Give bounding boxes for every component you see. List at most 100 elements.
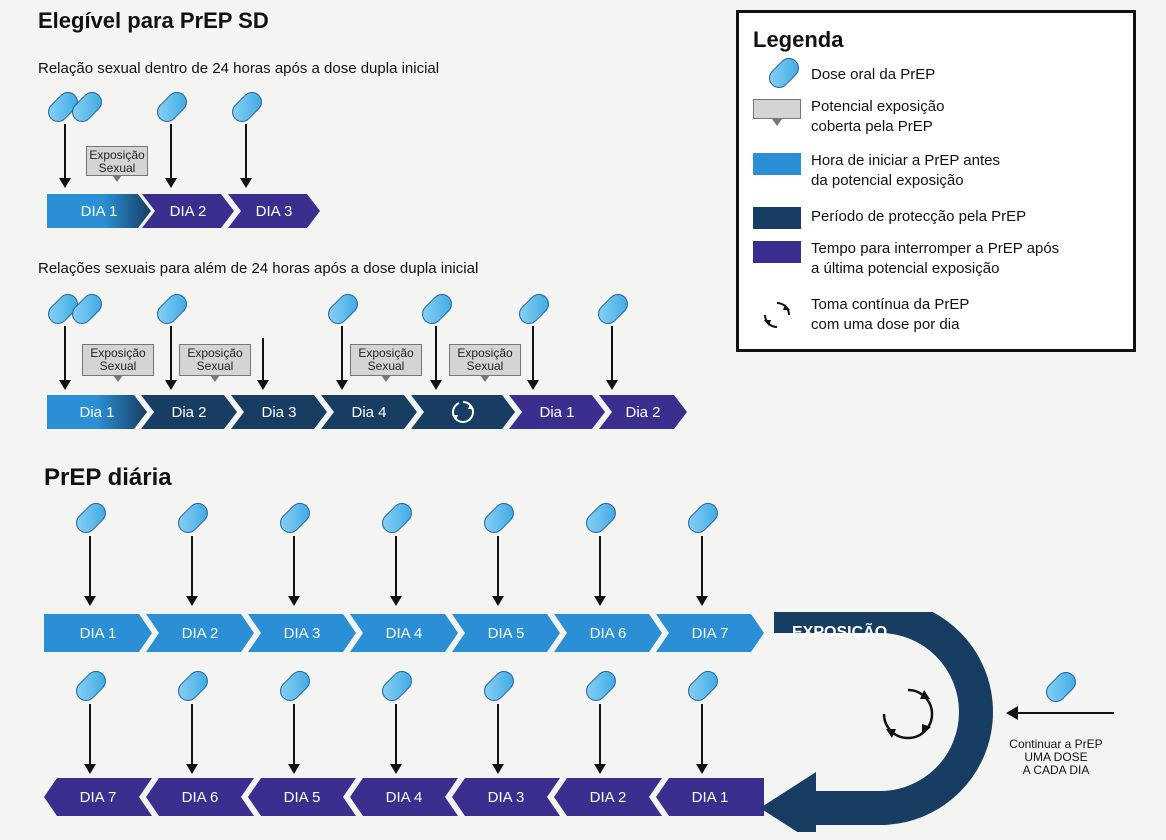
pill-icon — [479, 666, 519, 706]
pill-icon — [173, 498, 213, 538]
down-arrow-icon — [336, 326, 348, 390]
pill-icon — [275, 498, 315, 538]
day-chevron: DIA 6 — [554, 614, 662, 652]
day-label: DIA 3 — [487, 788, 525, 806]
down-arrow-icon — [84, 704, 96, 774]
cycle-icon — [882, 688, 934, 740]
exposure-text: Sexual — [196, 359, 234, 373]
day-label: DIA 4 — [385, 624, 423, 642]
exposure-label: EXPOSIÇÃO — [792, 624, 888, 641]
day-label: Dia 2 — [625, 403, 661, 421]
legend-line: da potencial exposição — [811, 172, 964, 189]
day-label: DIA 7 — [79, 788, 117, 806]
legend-line: a última potencial exposição — [811, 260, 1000, 277]
pill-icon — [479, 498, 519, 538]
legend-text: Tempo para interromper a PrEP após a últ… — [811, 239, 1059, 279]
day-label: DIA 5 — [283, 788, 321, 806]
day-chevron — [411, 395, 515, 429]
day-label: DIA 1 — [691, 788, 729, 806]
day-label: DIA 5 — [487, 624, 525, 642]
exposure-text: Exposição — [358, 346, 414, 360]
exposure-text: Exposição — [187, 346, 243, 360]
day-label: DIA 6 — [589, 624, 627, 642]
day-chevron: Dia 4 — [321, 395, 417, 429]
pill-icon — [764, 53, 804, 93]
left-arrow-head — [1006, 706, 1018, 720]
legend-swatch-start — [753, 153, 801, 175]
pill-icon — [152, 289, 192, 329]
pill-icon — [173, 666, 213, 706]
speech-bubble-tail — [772, 119, 782, 126]
day-chevron: DIA 7 — [656, 614, 764, 652]
day-label: Dia 1 — [79, 403, 115, 421]
daily-title: PrEP diária — [44, 464, 172, 491]
down-arrow-icon — [527, 326, 539, 390]
day-label: DIA 6 — [181, 788, 219, 806]
exposure-bubble: Exposição Sexual — [82, 344, 154, 382]
legend-line: Dose oral da PrEP — [811, 66, 936, 83]
down-arrow-icon — [288, 704, 300, 774]
day-chevron: DIA 4 — [350, 614, 458, 652]
day-chevron: Dia 2 — [141, 395, 237, 429]
exposure-text: Exposição — [457, 346, 513, 360]
sd-case1-subtitle: Relação sexual dentro de 24 horas após a… — [38, 60, 440, 77]
legend-line: com uma dose por dia — [811, 316, 960, 333]
pill-icon — [1041, 667, 1081, 707]
day-chevron: DIA 5 — [248, 778, 356, 816]
legend-line: Toma contínua da PrEP — [811, 296, 970, 313]
day-label: Dia 1 — [539, 403, 575, 421]
down-arrow-icon — [84, 536, 96, 606]
down-arrow-icon — [390, 536, 402, 606]
down-arrow-icon — [186, 536, 198, 606]
legend-text: Hora de iniciar a PrEP antes da potencia… — [811, 151, 1000, 191]
pill-icon — [581, 666, 621, 706]
day-label: Dia 4 — [351, 403, 387, 421]
down-arrow-icon — [606, 326, 618, 390]
day-label: DIA 2 — [589, 788, 627, 806]
continue-note: Continuar a PrEP UMA DOSE A CADA DIA — [986, 738, 1126, 777]
exposure-bubble: Exposição Sexual — [350, 344, 422, 382]
day-chevron: DIA 6 — [146, 778, 254, 816]
pill-icon — [593, 289, 633, 329]
day-label: DIA 4 — [385, 788, 423, 806]
day-label: DIA 7 — [691, 624, 729, 642]
u-turn-arrow — [760, 612, 993, 832]
legend-line: Tempo para interromper a PrEP após — [811, 240, 1060, 257]
pill-icon — [683, 666, 723, 706]
pill-icon — [323, 289, 363, 329]
down-arrow-icon — [492, 536, 504, 606]
legend-line: Hora de iniciar a PrEP antes — [811, 152, 1000, 169]
down-arrow-icon — [696, 536, 708, 606]
down-arrow-icon — [165, 326, 177, 390]
day-label: DIA 2 — [169, 202, 207, 220]
day-chevron: DIA 3 — [452, 778, 560, 816]
day-chevron: DIA 2 — [554, 778, 662, 816]
down-arrow-icon — [186, 704, 198, 774]
legend-line: Período de protecção pela PrEP — [811, 208, 1027, 225]
speech-bubble-icon — [753, 99, 801, 119]
cycle-icon — [764, 302, 790, 328]
pill-icon — [152, 87, 192, 127]
day-label: Dia 3 — [261, 403, 297, 421]
pill-icon — [275, 666, 315, 706]
down-arrow-icon — [257, 338, 269, 390]
down-arrow-icon — [165, 124, 177, 188]
down-arrow-icon — [59, 326, 71, 390]
day-chevron: DIA 1 — [47, 194, 151, 228]
down-arrow-icon — [430, 326, 442, 390]
exposure-bubble: Exposição Sexual — [179, 344, 251, 382]
exposure-text: Exposição — [90, 346, 146, 360]
exposure-text: Sexual — [367, 359, 405, 373]
exposure-text: Sexual — [99, 359, 137, 373]
sd-title: Elegível para PrEP SD — [38, 8, 269, 33]
pill-icon — [377, 498, 417, 538]
down-arrow-icon — [59, 124, 71, 188]
day-label: DIA 1 — [79, 624, 117, 642]
pill-icon — [581, 498, 621, 538]
day-chevron: DIA 5 — [452, 614, 560, 652]
down-arrow-icon — [594, 704, 606, 774]
day-label: DIA 3 — [283, 624, 321, 642]
down-arrow-icon — [594, 536, 606, 606]
pill-icon — [417, 289, 457, 329]
day-chevron: Dia 1 — [509, 395, 605, 429]
